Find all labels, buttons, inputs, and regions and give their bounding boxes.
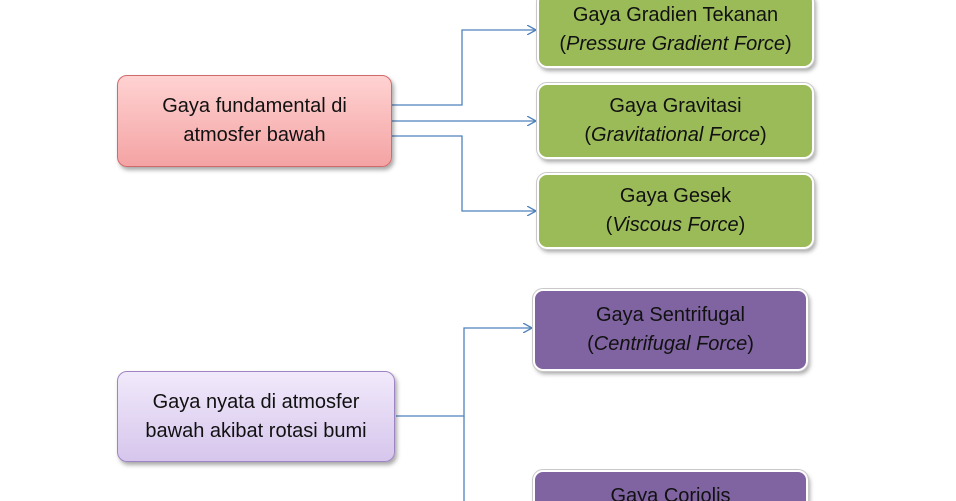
gravitational-force-box: Gaya Gravitasi (Gravitational Force) [536, 82, 815, 160]
viscous-force-box: Gaya Gesek (Viscous Force) [536, 172, 815, 250]
gravitational-force-english: Gravitational Force [591, 124, 760, 146]
connector-to-pressure-gradient [392, 30, 535, 106]
centrifugal-force-name: Gaya Sentrifugal [596, 304, 745, 326]
fundamental-forces-line1: Gaya fundamental di [162, 95, 347, 117]
connector-to-viscous [392, 135, 535, 211]
centrifugal-force-english: Centrifugal Force [593, 333, 748, 355]
centrifugal-force-box: Gaya Sentrifugal (Centrifugal Force) [532, 288, 809, 372]
connector-to-centrifugal [396, 328, 531, 417]
viscous-force-english: Viscous Force [612, 214, 739, 236]
gravitational-force-name: Gaya Gravitasi [609, 95, 742, 117]
pressure-gradient-force-english: Pressure Gradient Force [566, 33, 785, 55]
viscous-force-name: Gaya Gesek [619, 185, 732, 207]
coriolis-force-box: Gaya Coriolis [532, 469, 809, 501]
coriolis-force-name: Gaya Coriolis [610, 485, 731, 501]
apparent-forces-line1: Gaya nyata di atmosfer [152, 390, 360, 413]
apparent-forces-line2: bawah akibat rotasi bumi [145, 419, 367, 442]
pressure-gradient-force-box: Gaya Gradien Tekanan (Pressure Gradient … [536, 0, 815, 69]
apparent-forces-box: Gaya nyata di atmosfer bawah akibat rota… [117, 371, 395, 462]
fundamental-forces-line2: atmosfer bawah [183, 124, 326, 146]
pressure-gradient-force-name: Gaya Gradien Tekanan [572, 4, 779, 26]
fundamental-forces-box: Gaya fundamental di atmosfer bawah [117, 75, 392, 167]
